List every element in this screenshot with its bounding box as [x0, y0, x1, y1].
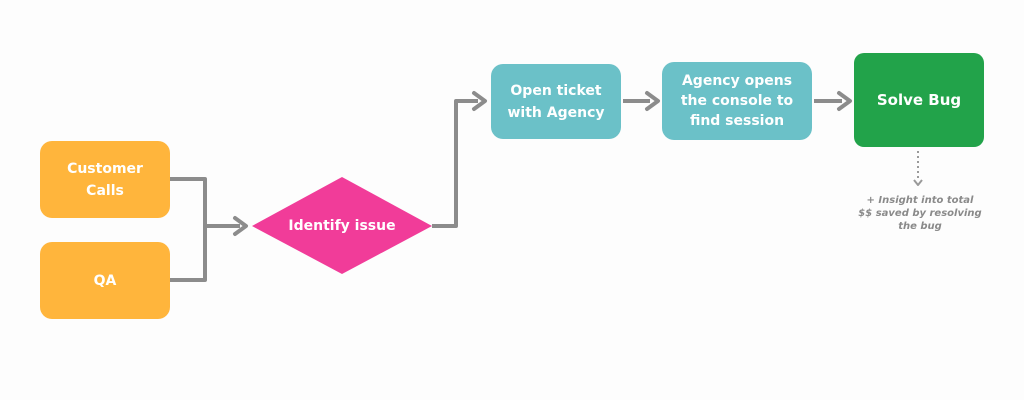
arrowhead-to-identify — [233, 216, 248, 236]
arrowhead-to-console — [645, 91, 660, 111]
customer-calls-node: Customer Calls — [40, 141, 170, 218]
solve-bug-node: Solve Bug — [854, 53, 984, 147]
arrowhead-to-ticket — [472, 91, 487, 111]
decision-diamond-shape — [252, 177, 432, 274]
identify-issue-label: Identify issue — [288, 218, 396, 234]
solve-bug-label: Solve Bug — [876, 91, 962, 109]
customer-calls-label: Customer Calls — [67, 160, 143, 199]
agency-console-label: Agency opens the console to find session — [680, 73, 794, 129]
agency-console-node: Agency opens the console to find session — [662, 62, 812, 140]
identify-issue-node: Identify issue — [272, 210, 412, 242]
connector-customer-calls-to-merge — [170, 177, 207, 226]
connector-qa-to-merge — [170, 226, 207, 282]
insight-note: + Insight into total $$ saved by resolvi… — [858, 195, 982, 232]
connector-identify-to-ticket — [432, 99, 478, 228]
open-ticket-label: Open ticket with Agency — [507, 82, 605, 121]
arrowhead-to-solve — [837, 91, 852, 111]
qa-node: QA — [40, 242, 170, 319]
dotted-arrowhead-to-note — [913, 179, 923, 186]
qa-label: QA — [93, 272, 117, 289]
open-ticket-node: Open ticket with Agency — [491, 64, 621, 139]
